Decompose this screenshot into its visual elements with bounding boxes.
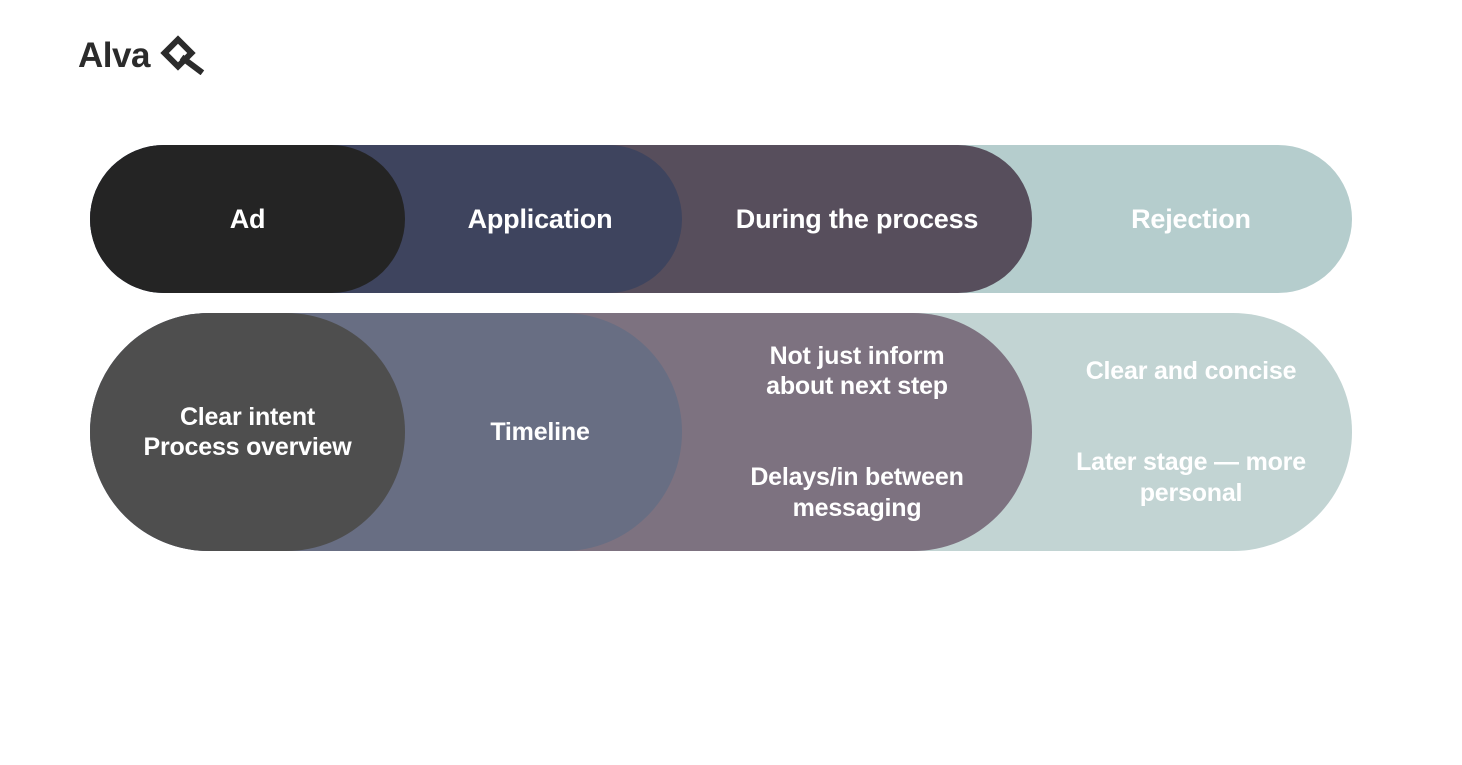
brand-logo: Alva (78, 32, 206, 78)
alva-diamond-icon (160, 35, 206, 75)
stage-label-ad: Ad (229, 203, 266, 234)
note-segment-ad[interactable]: Clear intent Process overview (90, 313, 405, 551)
note-label-during-the-process: Not just inform about next step Delays/i… (682, 310, 1032, 554)
note-block: Timeline (490, 417, 590, 446)
note-block: Clear intent Process overview (143, 402, 352, 462)
stage-segment-ad[interactable]: Ad (90, 145, 405, 293)
stages-row: Rejection During the process Application… (0, 145, 1462, 293)
note-label-ad: Clear intent Process overview (90, 371, 405, 493)
stage-label-application: Application (467, 203, 613, 234)
note-label-application: Timeline (395, 386, 685, 478)
note-block: Delays/in between messaging (750, 463, 964, 522)
note-block: Clear and concise (1085, 357, 1297, 385)
note-block: Not just inform about next step (766, 341, 948, 401)
note-block: Later stage — more personal (1076, 448, 1306, 507)
stage-label-rejection: Rejection (1131, 203, 1251, 234)
note-label-rejection: Clear and concise Later stage — more per… (1030, 326, 1352, 539)
stage-label-during-the-process: During the process (735, 203, 979, 234)
notes-row: Clear and concise Later stage — more per… (0, 313, 1462, 551)
brand-wordmark: Alva (78, 35, 150, 75)
